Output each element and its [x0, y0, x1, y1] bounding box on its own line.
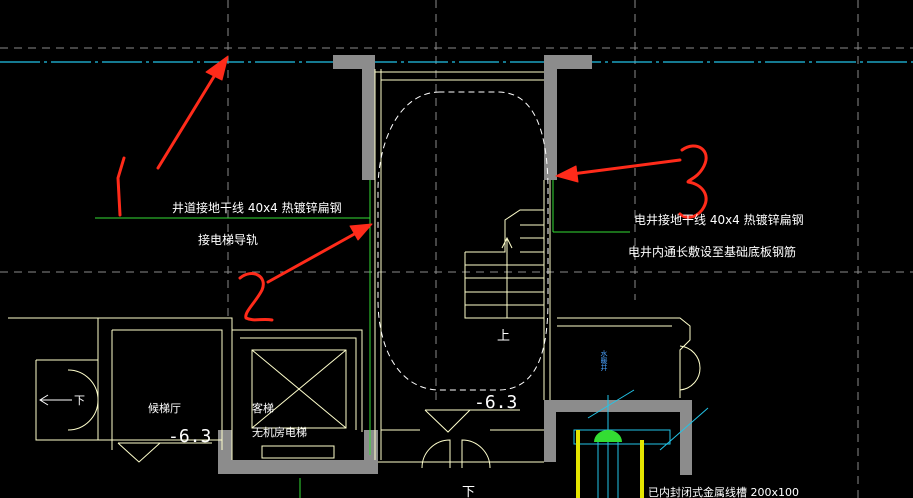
- no-machine-room-label: 无机房电梯: [252, 425, 307, 439]
- door-swing: [461, 439, 491, 469]
- lobby-label: 候梯厅: [148, 401, 181, 415]
- door-swing: [67, 369, 99, 401]
- door-swing: [679, 367, 701, 391]
- red-arrow-2: [266, 230, 360, 284]
- red-arrow-3: [570, 158, 682, 176]
- wall-right-lower: [544, 400, 690, 412]
- wall-bottom-mid2: [544, 412, 556, 462]
- wall-bottom-left-v: [218, 430, 232, 474]
- doors: [67, 345, 701, 469]
- red-arrow-2-head: [349, 223, 373, 241]
- red-arrow-1: [156, 68, 220, 170]
- elevator-car: [251, 349, 347, 459]
- wall-outlines: [8, 69, 691, 463]
- wall-columns: [218, 55, 692, 475]
- door-swing: [421, 439, 451, 469]
- green-semicircle: [594, 430, 622, 442]
- red-arrow-1-head: [205, 55, 229, 81]
- elev-inner: [240, 337, 357, 430]
- handwritten-2-stroke: [238, 272, 274, 322]
- arrow-head: [39, 394, 49, 406]
- red-annotations: [116, 55, 708, 322]
- red-arrow-3-head: [555, 165, 579, 183]
- handwritten-1-stroke: [116, 156, 126, 217]
- door-frame-left-2: [35, 360, 98, 441]
- shaft-ground-label: 井道接地干线 40x4 热镀锌扁钢: [172, 200, 342, 215]
- bottom-note-label: 已内封闭式金属线槽 200x100: [648, 485, 799, 498]
- level-triangle-lobby: [117, 442, 162, 463]
- level-markers: [117, 409, 520, 463]
- stair-arrow-head: [501, 236, 513, 249]
- elevator-box: [251, 349, 347, 429]
- water-shaft-label: 水暖井: [600, 349, 608, 372]
- left-block-inner: [112, 329, 223, 450]
- wall-bottom-left: [218, 460, 378, 474]
- pipes: [573, 389, 709, 498]
- pipe-box: [573, 429, 671, 445]
- stair-outline: [464, 209, 545, 319]
- yellow-pipe: [576, 430, 580, 498]
- column-right-shaft: [544, 55, 557, 180]
- shaft-oval: [377, 91, 549, 391]
- level-triangle-stair: [424, 409, 472, 433]
- left-arrow: [39, 394, 72, 406]
- pipe-line: [587, 389, 635, 419]
- wall-bottom-mid: [364, 430, 378, 474]
- elevator-x: [251, 349, 347, 429]
- stair-down-label: 下: [462, 485, 475, 498]
- elec-ground-label: 电井接地干线 40x4 热镀锌扁钢: [634, 212, 804, 227]
- elec-note-label: 电井内通长敷设至基础底板钢筋: [628, 244, 796, 259]
- level-lobby-label: -6.3: [168, 426, 211, 447]
- elevator-label: 客梯: [252, 401, 274, 415]
- elevator-sill: [261, 445, 335, 459]
- stair-up-label: 上: [497, 329, 510, 344]
- right-room: [557, 317, 691, 398]
- rail-ground-label: 接电梯导轨: [198, 232, 258, 247]
- column-left-shaft: [362, 55, 375, 180]
- left-block-outer: [98, 317, 233, 460]
- door-swing: [679, 345, 701, 369]
- level-stair-label: -6.3: [474, 392, 517, 413]
- lobby-wall-left: [97, 318, 112, 441]
- wall-right-lower-v: [680, 400, 692, 475]
- elev-outer: [232, 329, 363, 432]
- down-label: 下: [74, 394, 85, 407]
- door-swing: [67, 399, 99, 431]
- pipe-line: [659, 407, 709, 451]
- stair: [464, 209, 545, 319]
- yellow-pipe2: [640, 440, 644, 498]
- handwritten-3-stroke: [678, 144, 708, 219]
